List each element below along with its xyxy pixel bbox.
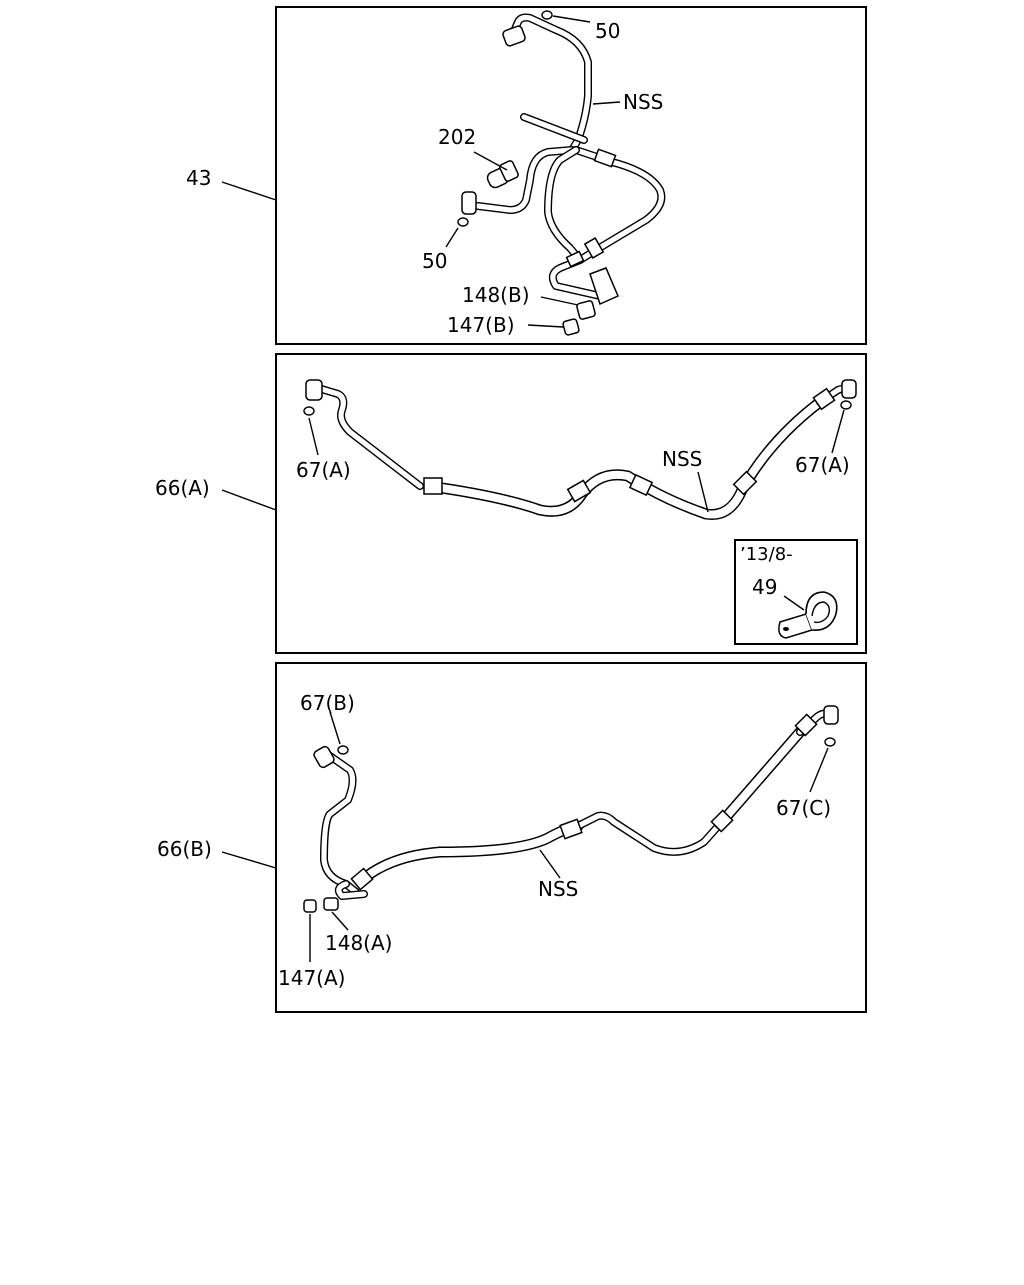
callout-67a-left: 67(A) [296,458,351,482]
cap-147a [303,899,317,913]
hose-collar [628,473,654,497]
hose-collar [350,867,374,891]
o-ring-icon [337,745,349,755]
clamp-icon [778,591,838,639]
callout-147b: 147(B) [447,313,515,337]
hose-collar [566,479,592,503]
pipe-fitting [313,745,335,769]
panel-frame [275,6,867,345]
inset-clamp-49: ’13/8- 49 [734,539,858,645]
panel-assembly-66b: 66(B) 67(B) 67(C) NSS 148(A) 147(A) [157,662,867,1013]
pipe-fitting [461,191,477,215]
hose-collar [559,818,583,840]
callout-147a: 147(A) [278,966,345,990]
panel-assembly-66a: 66(A) 67(A) 67(A) NSS ’13/8- 49 [155,353,867,654]
hose-collar [565,250,585,268]
callout-148a: 148(A) [325,931,392,955]
callout-50-top: 50 [595,19,620,43]
hose-collar [812,387,836,411]
pipe-fitting [502,25,526,47]
o-ring-icon [840,400,852,410]
hose-collar [593,148,617,168]
hose-collar [710,809,734,833]
o-ring-icon [457,217,469,227]
pressure-switch-202 [486,160,519,189]
inset-date-label: ’13/8- [740,544,793,565]
panel-assembly-43: 43 50 NSS 202 50 148(B) 147(B) [186,6,867,345]
callout-nss: NSS [662,447,702,471]
panel-frame [275,662,867,1013]
callout-43: 43 [186,166,211,190]
callout-nss: NSS [538,877,578,901]
callout-67b: 67(B) [300,691,355,715]
callout-50-bottom: 50 [422,249,447,273]
hose-collar [794,713,818,737]
o-ring-icon [541,10,553,20]
callout-49: 49 [752,575,777,599]
valve-148b [576,300,596,320]
callout-67a-right: 67(A) [795,453,850,477]
inset-frame [734,539,858,645]
callout-202: 202 [438,125,476,149]
hose-assembly-66a [303,379,857,520]
hose-assembly-66b [303,705,839,913]
hose-collar [583,237,605,259]
panel-frame [275,353,867,654]
pipe-fitting [305,379,323,401]
o-ring-icon [303,406,315,416]
valve-148a [323,897,339,911]
hose-collar [423,477,443,495]
pipe-fitting [841,379,857,399]
callout-66b: 66(B) [157,837,212,861]
pipe-fitting [589,267,619,306]
callout-67c: 67(C) [776,796,831,820]
callout-148b: 148(B) [462,283,530,307]
o-ring-icon [824,737,836,747]
callout-nss: NSS [623,90,663,114]
callout-66a: 66(A) [155,476,210,500]
pipe-assembly-43 [457,10,666,336]
pipe-fitting [823,705,839,725]
hose-collar [732,470,758,496]
cap-147b [562,318,580,336]
